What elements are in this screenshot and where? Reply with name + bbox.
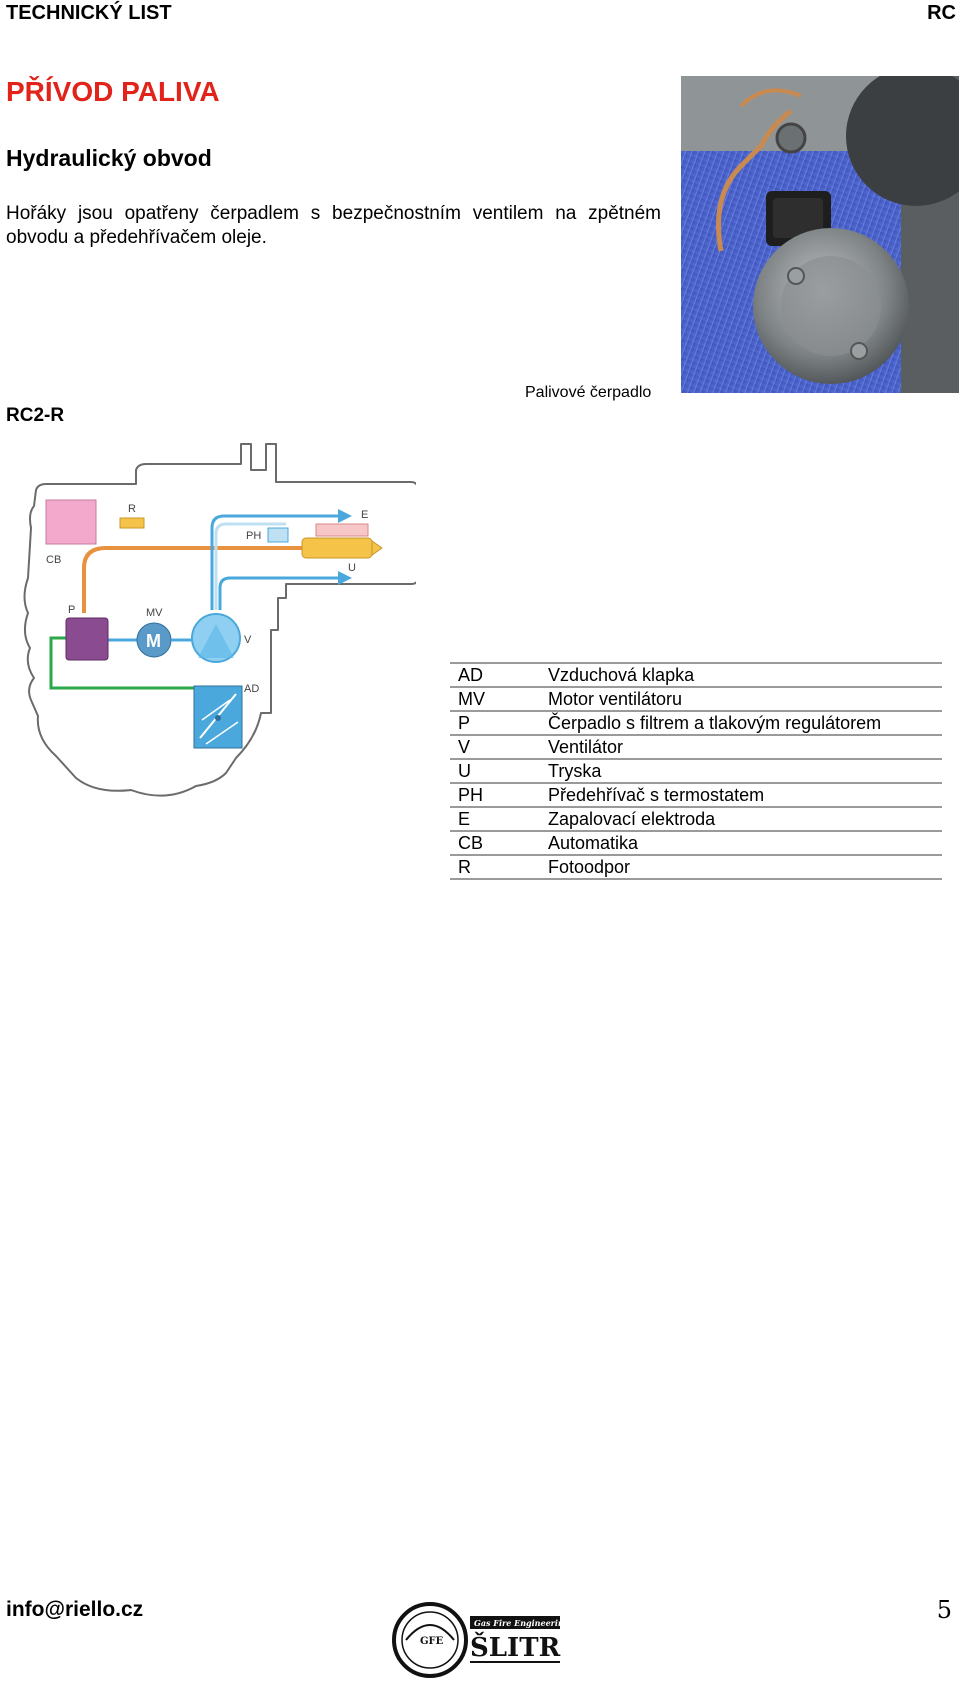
document-header-title: TECHNICKÝ LIST: [6, 2, 172, 24]
ph-component: [267, 527, 289, 543]
contact-email[interactable]: info@riello.cz: [6, 1598, 144, 1621]
cb-label: CB: [46, 554, 61, 566]
v-label: V: [244, 634, 252, 646]
legend-code: PH: [450, 783, 548, 808]
legend-description: Vzduchová klapka: [548, 662, 942, 688]
hydraulic-circuit-diagram: CB R U E PH P M MV V AD: [23, 443, 416, 797]
ad-label: AD: [244, 683, 259, 695]
legend-code: AD: [450, 662, 548, 688]
document-header-code: RC: [927, 2, 956, 24]
svg-text:M: M: [146, 631, 161, 651]
legend-description: Motor ventilátoru: [548, 687, 942, 712]
intro-paragraph: Hořáky jsou opatřeny čerpadlem s bezpečn…: [6, 203, 661, 248]
photo-caption: Palivové čerpadlo: [525, 384, 652, 401]
p-component: [65, 617, 109, 661]
u-label: U: [348, 562, 356, 574]
ph-label: PH: [246, 530, 261, 542]
slitr-logo: GFE Gas Fire Engineering ŠLITR: [392, 1602, 568, 1678]
legend-code: R: [450, 855, 548, 880]
legend-code: V: [450, 735, 548, 760]
legend-code: U: [450, 759, 548, 784]
green-line: [49, 636, 194, 690]
legend-code: MV: [450, 687, 548, 712]
legend-code: P: [450, 711, 548, 736]
legend-description: Fotoodpor: [548, 855, 942, 880]
e-label: E: [361, 509, 368, 521]
page-number: 5: [936, 1596, 952, 1624]
r-label: R: [128, 503, 136, 515]
fuel-pump-photo: [681, 76, 959, 393]
e-component: [315, 523, 369, 537]
model-label: RC2-R: [6, 405, 65, 426]
air-line-upper: [210, 514, 341, 610]
p-label: P: [68, 604, 75, 616]
cb-component: [45, 499, 97, 545]
legend-description: Čerpadlo s filtrem a tlakovým regulátore…: [548, 711, 942, 736]
u-component: [301, 537, 373, 559]
svg-text:GFE: GFE: [420, 1636, 444, 1647]
svg-text:ŠLITR: ŠLITR: [470, 1631, 561, 1663]
legend-code: E: [450, 807, 548, 832]
air-line-lower: [218, 576, 341, 610]
r-component: [119, 517, 145, 529]
section-subtitle: Hydraulický obvod: [6, 145, 212, 171]
svg-text:Gas Fire Engineering: Gas Fire Engineering: [474, 1618, 568, 1628]
legend-description: Zapalovací elektroda: [548, 807, 942, 832]
legend-description: Předehřívač s termostatem: [548, 783, 942, 808]
legend-description: Tryska: [548, 759, 942, 784]
legend-description: Automatika: [548, 831, 942, 856]
section-title: PŘÍVOD PALIVA: [6, 76, 220, 107]
legend-description: Ventilátor: [548, 735, 942, 760]
orange-fuel-line: [82, 546, 321, 613]
mv-label: MV: [146, 607, 163, 619]
legend-code: CB: [450, 831, 548, 856]
